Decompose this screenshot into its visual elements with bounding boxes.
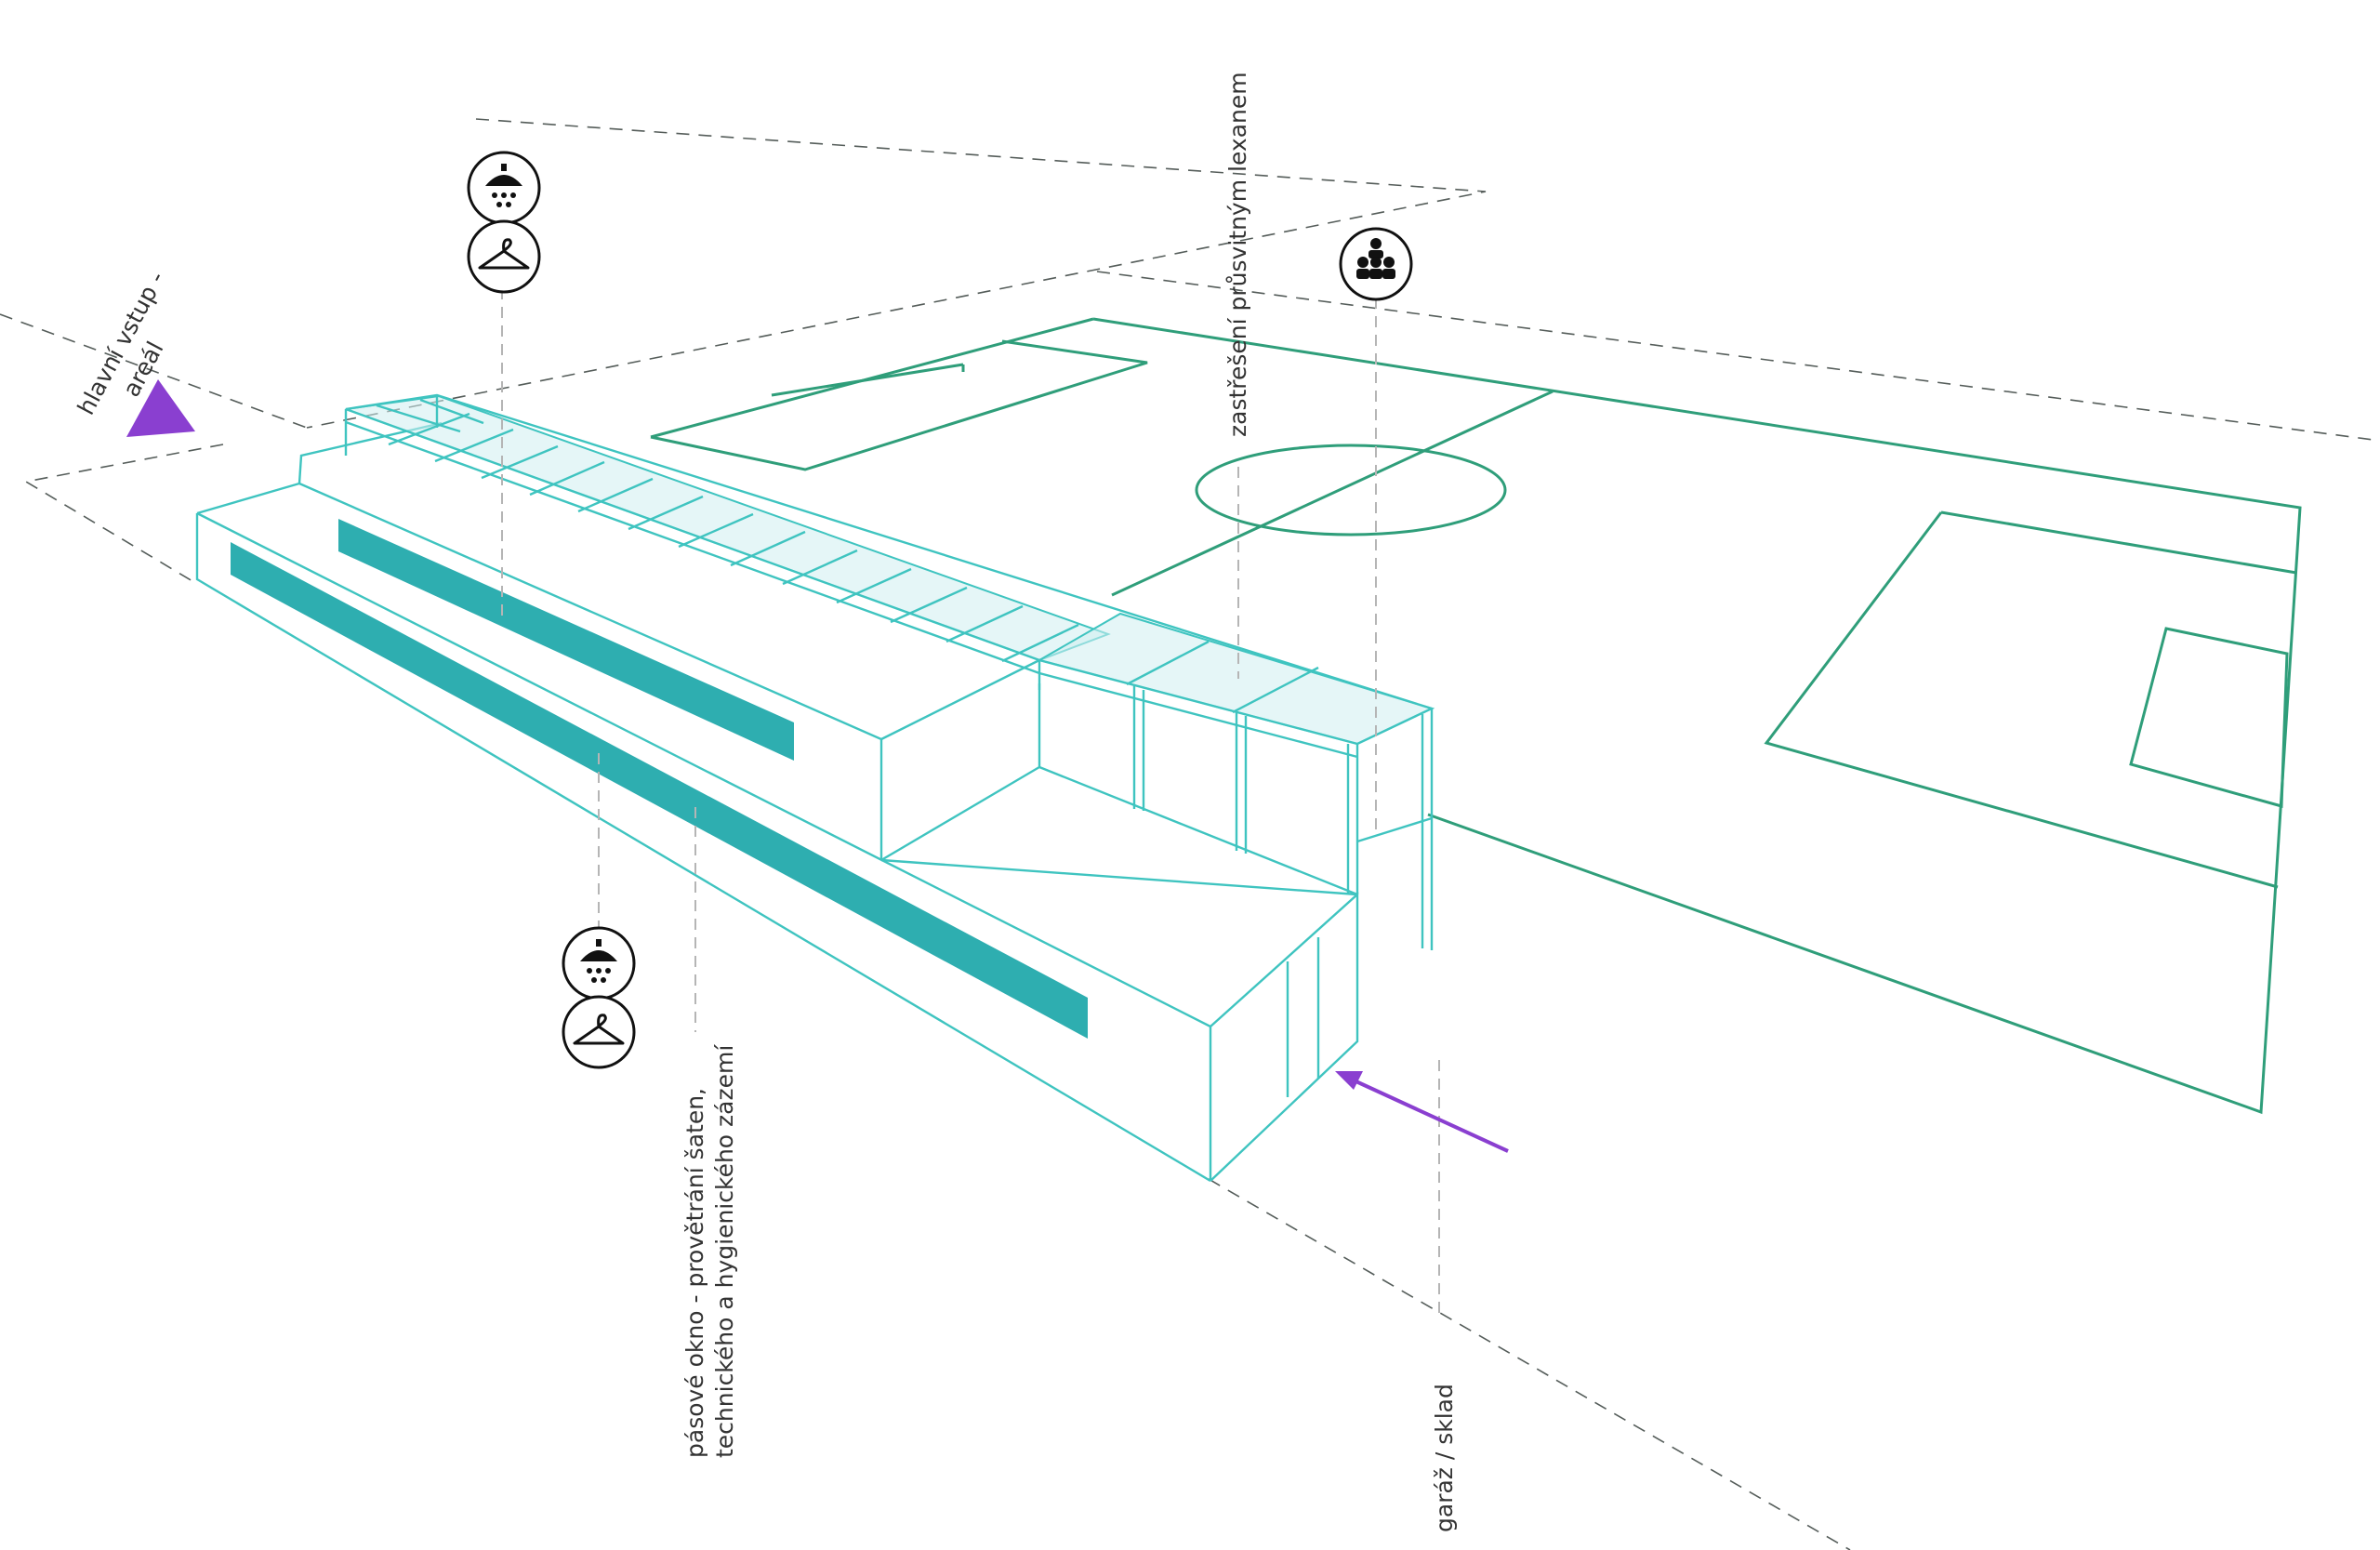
shower-icon xyxy=(562,926,636,1000)
building xyxy=(195,421,1359,1183)
audience-icon xyxy=(1339,227,1413,301)
strip-window-line-1: pásové okno - provětrání šaten, xyxy=(681,1088,708,1458)
strip-window-line-2: technického a hygienického zázemí xyxy=(711,1044,738,1458)
strip-window-label: pásové okno - provětrání šaten, technick… xyxy=(681,1044,738,1458)
shower-icon xyxy=(467,151,541,225)
leader-lines xyxy=(501,288,1440,1320)
lexan-canopy xyxy=(344,393,1435,950)
entry-arrow-icon xyxy=(1335,1071,1509,1153)
football-pitch xyxy=(650,317,2302,1115)
entrance-triangle-icon xyxy=(126,379,195,437)
garage-label: garáž / sklad xyxy=(1431,1384,1458,1532)
hanger-icon xyxy=(467,219,541,294)
roofing-label: zastřešení průsvitným lexanem xyxy=(1224,72,1251,437)
site-guide-lines xyxy=(0,118,2380,1550)
main-entrance-label: hlavní vstup - areál xyxy=(73,260,202,434)
strip-window-lower xyxy=(231,542,1088,1039)
strip-window-upper xyxy=(338,519,794,761)
hanger-icon xyxy=(562,995,636,1069)
